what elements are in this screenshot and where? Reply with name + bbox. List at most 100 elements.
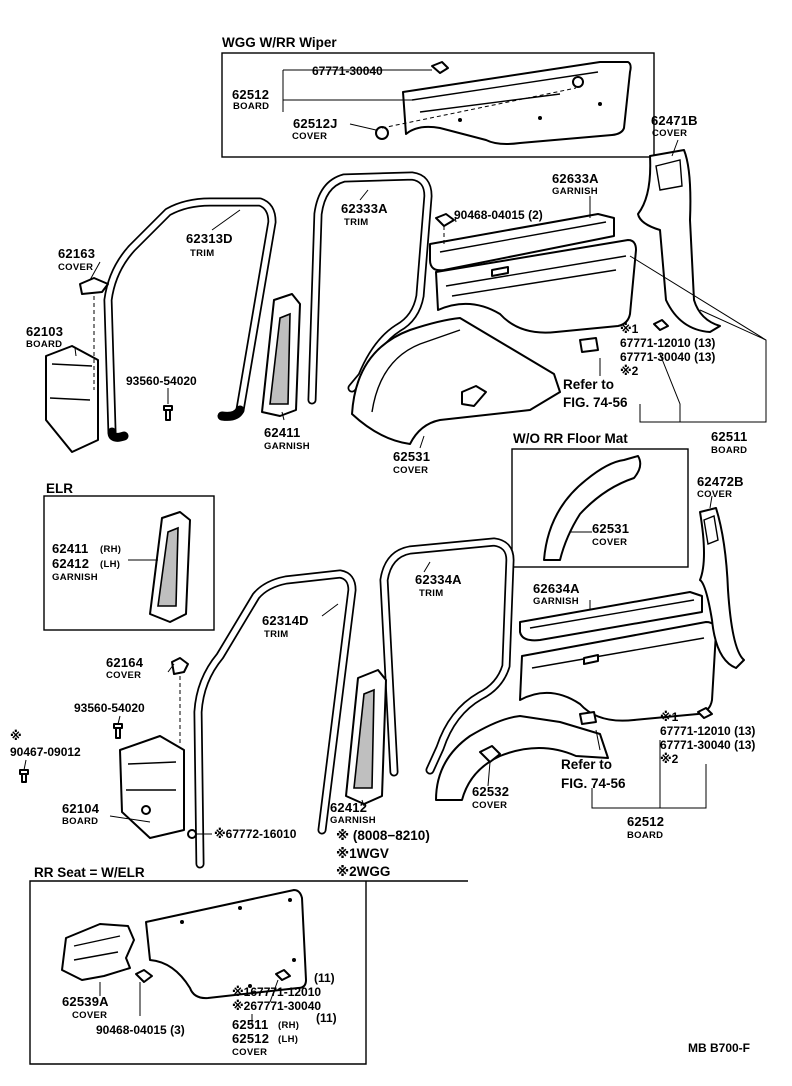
cover-62532-drawing: [435, 715, 609, 801]
garnish-elr-shade: [157, 526, 179, 607]
trim-62334a-leader: [423, 561, 431, 573]
rr-cover-name: COVER: [232, 1047, 267, 1058]
board-62511-leader-bracket: [629, 255, 767, 423]
wgg-board-62512-drawing: [402, 61, 632, 145]
cover-62539a-ribs: [73, 935, 121, 961]
clip-90468-drawing: [435, 213, 455, 227]
trim-62333a-name: TRIM: [344, 217, 368, 228]
rr-cover-rh-suffix: (RH): [278, 1020, 299, 1031]
clip-67772-number: ※67772-16010: [214, 827, 297, 841]
trim-62314d-number: 62314D: [262, 613, 309, 628]
clip-90468-rr-number: 90468-04015 (3): [96, 1023, 185, 1037]
rr-cover-lh-number: 62512: [232, 1031, 269, 1046]
cover-62471b-grille: [655, 159, 683, 191]
legend-line-3: ※2WGG: [336, 864, 390, 879]
wgg-wiper-title: WGG W/RR Wiper: [222, 35, 337, 50]
lower-fig-text: FIG. 74-56: [561, 776, 626, 791]
cover-62539a-drawing: [61, 923, 135, 981]
wgg-cover-62512j-drawing: [375, 126, 389, 140]
elr-frame: [43, 495, 215, 631]
board-62103-ribs: [49, 363, 93, 401]
board-62512-leader-bracket: [591, 740, 707, 809]
trim-62333a-number: 62333A: [341, 201, 388, 216]
cover-62531-alt-drawing: [543, 455, 642, 561]
cover-62532-leader: [487, 761, 491, 787]
clip-67771-rr-drawing: [275, 969, 291, 981]
cover-62531-drawing: [351, 317, 561, 445]
cover-62163-number: 62163: [58, 246, 95, 261]
cover-62531-leader: [419, 435, 425, 449]
board-62104-number: 62104: [62, 801, 100, 816]
cover-62532-bracket: [479, 745, 501, 763]
garnish-62634a-line: [529, 599, 695, 629]
garnish-62633a-drawing: [429, 213, 615, 272]
lower-clip-2-number: 67771-30040 (13): [660, 738, 755, 752]
cover-62163-drawing: [79, 277, 109, 295]
upper-mark-1: ※1: [620, 322, 639, 336]
board-62103-number: 62103: [26, 324, 63, 339]
screw-90467-drawing: [19, 769, 29, 783]
garnish-62411-shade: [269, 312, 291, 405]
cover-62471b-number: 62471B: [651, 113, 698, 128]
legend-line-2: ※1WGV: [336, 846, 389, 861]
wgg-cover-number: 62512J: [293, 116, 338, 131]
clip-67771-lower-small: [697, 707, 713, 719]
cover-62471b-name: COVER: [652, 128, 687, 139]
cover-62472b-grille: [703, 515, 719, 545]
upper-assembly: 62471B COVER 62633A GARNISH 90468-04015 …: [26, 113, 767, 476]
garnish-62634a-name: GARNISH: [533, 596, 579, 607]
lower-refer-text: Refer to: [561, 757, 612, 772]
wgg-board-hole: [598, 102, 602, 106]
elr-rh-suffix: (RH): [100, 544, 121, 555]
figure-code: MB B700-F: [688, 1041, 750, 1055]
lower-clip-1-number: 67771-12010 (13): [660, 724, 755, 738]
elr-rh-number: 62411: [52, 541, 88, 556]
cover-62531-bracket: [461, 385, 487, 407]
lower-mark-2: ※2: [660, 752, 679, 766]
clip-90468-number: 90468-04015 (2): [454, 208, 543, 222]
wgg-wiper-section: WGG W/RR Wiper 67771-30040 62512 BOARD 6…: [221, 35, 655, 158]
trim-62333a-inner: [309, 173, 431, 403]
trim-62313d-ends: [107, 405, 245, 442]
wo-floor-mat-title: W/O RR Floor Mat: [513, 431, 628, 446]
rr-cover-hole: [238, 906, 242, 910]
wo-mat-cover-number: 62531: [592, 521, 629, 536]
elr-lh-number: 62412: [52, 556, 89, 571]
board-62104-hole: [141, 805, 151, 815]
wgg-board-hole: [538, 116, 542, 120]
clip-90468-rr-drawing: [135, 969, 153, 983]
garnish-62412-shade: [353, 688, 375, 789]
board-62511-slot: [491, 266, 509, 277]
board-62103-name: BOARD: [26, 339, 62, 350]
trim-62333a-leader: [359, 189, 369, 201]
garnish-62633a-line: [439, 221, 607, 253]
board-62103-leader: [74, 347, 77, 357]
cover-62472b-drawing: [699, 507, 745, 669]
elr-lh-suffix: (LH): [100, 559, 120, 570]
wgg-board-ribs: [411, 71, 599, 113]
screw-90467-mark: ※: [10, 729, 22, 743]
screw-90467-number: 90467-09012: [10, 745, 81, 759]
cover-62532-number: 62532: [472, 784, 509, 799]
clip-67771-rr-leader: [269, 979, 279, 1003]
board-62512-rib: [531, 637, 705, 669]
garnish-62411-name: GARNISH: [264, 441, 310, 452]
legend: ※ (8008−8210) ※1WGV ※2WGG: [336, 828, 430, 879]
upper-fig-text: FIG. 74-56: [563, 395, 628, 410]
trim-62313d-inner: [105, 199, 275, 435]
rr-seat-title: RR Seat = W/ELR: [34, 865, 145, 880]
trim-62313d-number: 62313D: [186, 231, 233, 246]
board-62104-drawing: [119, 735, 185, 839]
board-62512-slot: [583, 654, 599, 665]
wgg-board-hole: [458, 118, 462, 122]
screw-90467-leader: [23, 759, 27, 771]
garnish-62412-leader: [361, 799, 365, 807]
board-62511-number: 62511: [711, 429, 747, 444]
cover-62164-leader: [167, 663, 175, 673]
trim-62314d-name: TRIM: [264, 629, 288, 640]
garnish-62411-number: 62411: [264, 425, 300, 440]
garnish-62634a-drawing: [519, 591, 703, 642]
upper-mark-2: ※2: [620, 364, 639, 378]
wgg-board-name: BOARD: [233, 101, 269, 112]
wgg-cover-leader: [349, 123, 377, 131]
